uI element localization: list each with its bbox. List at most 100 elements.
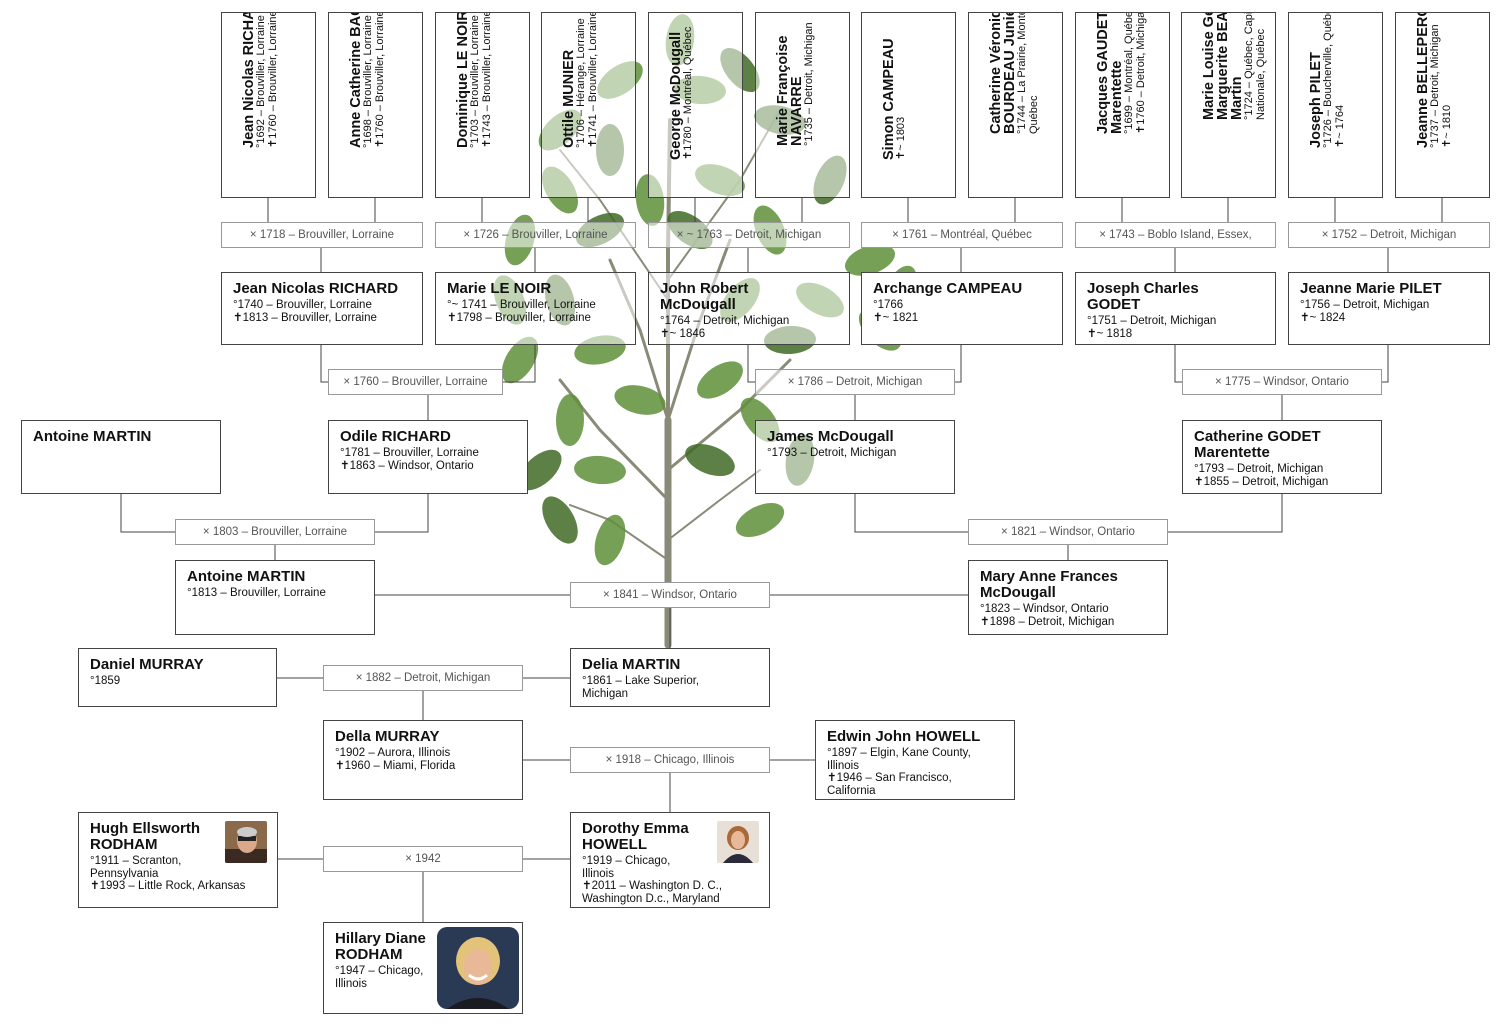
person-birth: °1740 – Brouviller, Lorraine bbox=[233, 299, 372, 311]
marriage-label: × 1841 – Windsor, Ontario bbox=[570, 582, 770, 608]
oak-leaf bbox=[501, 336, 539, 384]
person-name: Jean Nicolas RICHARD bbox=[241, 12, 257, 148]
person-birth: °1706 – Hérange, Lorraine bbox=[575, 18, 587, 148]
person-card-john-robert-mcdougall[interactable]: John Robert McDougall °1764 – Detroit, Mi… bbox=[648, 272, 850, 345]
person-death: ✝1741 – Brouviller, Lorraine bbox=[586, 12, 599, 148]
person-name: Hillary Diane RODHAM bbox=[335, 930, 426, 963]
portrait-photo-dorothy-howell bbox=[717, 821, 759, 863]
person-birth: °1737 – Detroit, Michigan bbox=[1429, 24, 1441, 148]
person-name: John Robert McDougall bbox=[660, 280, 749, 313]
person-death: ✝1960 – Miami, Florida bbox=[335, 759, 456, 772]
person-card-edwin-john-howell[interactable]: Edwin John HOWELL°1897 – Elgin, Kane Cou… bbox=[815, 720, 1015, 800]
person-name: Dorothy Emma HOWELL bbox=[582, 820, 689, 853]
person-birth: °1823 – Windsor, Ontario bbox=[980, 603, 1109, 615]
person-name: Dominique LE NOIR bbox=[455, 12, 471, 148]
person-death: ✝1813 – Brouviller, Lorraine bbox=[233, 311, 377, 324]
person-card-odile-richard[interactable]: Odile RICHARD°1781 – Brouviller, Lorrain… bbox=[328, 420, 528, 494]
oak-leaf bbox=[574, 455, 626, 485]
oak-leaf bbox=[555, 394, 585, 446]
person-birth: °1735 – Detroit, Michigan bbox=[803, 21, 815, 146]
person-birth: °1861 – Lake Superior, Michigan bbox=[582, 675, 700, 700]
person-birth: °1764 – Detroit, Michigan bbox=[660, 315, 790, 327]
person-death: ✝2011 – Washington D. C., Washington D.c… bbox=[582, 880, 723, 905]
marriage-label: × 1942 bbox=[323, 846, 523, 872]
person-card-antoine-martin-elder[interactable]: Antoine MARTIN bbox=[21, 420, 221, 494]
person-name: Archange CAMPEAU bbox=[873, 280, 1023, 297]
marriage-label: × 1821 – Windsor, Ontario bbox=[968, 519, 1168, 545]
portrait-photo-hillary-rodham bbox=[437, 927, 519, 1009]
person-death: ✝1993 – Little Rock, Arkansas bbox=[90, 880, 246, 892]
marriage-label: × 1882 – Detroit, Michigan bbox=[323, 665, 523, 691]
person-birth: °1756 – Detroit, Michigan bbox=[1300, 299, 1430, 311]
person-death: ✝1780 – Montréal, Québec bbox=[682, 26, 694, 160]
marriage-label: × 1803 – Brouviller, Lorraine bbox=[175, 519, 375, 545]
oak-leaf bbox=[594, 514, 626, 566]
person-card-joseph-pilet[interactable]: Joseph PILET°1726 – Boucherville, Québec… bbox=[1288, 12, 1383, 198]
person-birth: °1793 – Detroit, Michigan bbox=[1194, 463, 1324, 475]
person-card-james-mcdougall[interactable]: James McDougall°1793 – Detroit, Michigan bbox=[755, 420, 955, 494]
person-card-catherine-godet[interactable]: Catherine GODET Marentette °1793 – Detroi… bbox=[1182, 420, 1382, 494]
portrait-photo-hugh-rodham bbox=[225, 821, 267, 863]
person-birth: °1698 – Brouviller, Lorraine bbox=[362, 15, 374, 148]
person-birth: °1724 – Québec, Capitale-Nationale, Québ… bbox=[1243, 12, 1267, 120]
person-name: Daniel MURRAY bbox=[90, 656, 204, 673]
person-name: George McDougall bbox=[668, 31, 684, 160]
marriage-label: × 1752 – Detroit, Michigan bbox=[1288, 222, 1490, 248]
person-birth: °1947 – Chicago, Illinois bbox=[335, 965, 424, 990]
person-death: ✝~ 1821 bbox=[873, 311, 919, 324]
person-name: Ottile MUNIER bbox=[561, 49, 577, 148]
person-card-delia-martin[interactable]: Delia MARTIN°1861 – Lake Superior, Michi… bbox=[570, 648, 770, 707]
person-card-catherine-bourdeau[interactable]: Catherine Véronique BOURDEAU Junier°1744… bbox=[968, 12, 1063, 198]
oak-leaf bbox=[697, 361, 743, 399]
person-card-mary-anne-frances-mcdougall[interactable]: Mary Anne Frances McDougall °1823 – Winds… bbox=[968, 560, 1168, 635]
person-death: ✝1743 – Brouviller, Lorraine bbox=[480, 12, 493, 148]
person-name: Hugh Ellsworth RODHAM bbox=[90, 820, 200, 853]
person-card-jean-nicolas-richard-1692[interactable]: Jean Nicolas RICHARD°1692 – Brouviller, … bbox=[221, 12, 316, 198]
person-card-marie-louise-beaudry[interactable]: Marie Louise Geneviève Marguerite BEAUDR… bbox=[1181, 12, 1276, 198]
person-death: ✝1760 – Brouviller, Lorraine bbox=[266, 12, 279, 148]
person-card-anne-catherine-baccus[interactable]: Anne Catherine BACCUS°1698 – Brouviller,… bbox=[328, 12, 423, 198]
oak-leaf bbox=[614, 385, 666, 415]
person-birth: °~ 1741 – Brouviller, Lorraine bbox=[447, 299, 596, 311]
person-card-jacques-gaudet[interactable]: Jacques GAUDET Marentette°1699 – Montréa… bbox=[1075, 12, 1170, 198]
marriage-label: × 1775 – Windsor, Ontario bbox=[1182, 369, 1382, 395]
person-card-ottile-munier[interactable]: Ottile MUNIER°1706 – Hérange, Lorraine✝1… bbox=[541, 12, 636, 198]
person-card-antoine-martin[interactable]: Antoine MARTIN°1813 – Brouviller, Lorrai… bbox=[175, 560, 375, 635]
person-card-george-mcdougall[interactable]: George McDougall✝1780 – Montréal, Québec bbox=[648, 12, 743, 198]
oak-leaf bbox=[518, 449, 562, 491]
person-death: ✝1946 – San Francisco, California bbox=[827, 772, 952, 797]
person-name: Anne Catherine BACCUS bbox=[348, 12, 364, 148]
person-birth: °1751 – Detroit, Michigan bbox=[1087, 315, 1217, 327]
person-card-jeanne-marie-pilet[interactable]: Jeanne Marie PILET°1756 – Detroit, Michi… bbox=[1288, 272, 1490, 345]
person-card-jeanne-belleperche[interactable]: Jeanne BELLEPERCHE°1737 – Detroit, Michi… bbox=[1395, 12, 1490, 198]
person-card-della-murray[interactable]: Della MURRAY°1902 – Aurora, Illinois✝196… bbox=[323, 720, 523, 800]
person-death: ✝1855 – Detroit, Michigan bbox=[1194, 475, 1329, 488]
person-card-daniel-murray[interactable]: Daniel MURRAY°1859 bbox=[78, 648, 277, 707]
person-death: ✝~ 1810 bbox=[1440, 104, 1453, 148]
person-birth: °1699 – Montréal, Québec bbox=[1123, 12, 1135, 134]
person-card-jean-nicolas-richard-1740[interactable]: Jean Nicolas RICHARD°1740 – Brouviller, … bbox=[221, 272, 423, 345]
oak-leaf bbox=[735, 503, 785, 537]
person-name: Catherine GODET Marentette bbox=[1194, 428, 1321, 461]
person-death: ✝1863 – Windsor, Ontario bbox=[340, 459, 474, 472]
person-card-marie-francoise-navarre[interactable]: Marie Françoise NAVARRE°1735 – Detroit, … bbox=[755, 12, 850, 198]
person-name: Della MURRAY bbox=[335, 728, 440, 745]
person-name: Jeanne BELLEPERCHE bbox=[1415, 12, 1431, 148]
marriage-label: × 1918 – Chicago, Illinois bbox=[570, 747, 770, 773]
person-birth: °1919 – Chicago, Illinois bbox=[582, 855, 671, 880]
marriage-label: × 1786 – Detroit, Michigan bbox=[755, 369, 955, 395]
marriage-label: × ~ 1763 – Detroit, Michigan bbox=[648, 222, 850, 248]
marriage-label: × 1743 – Boblo Island, Essex, bbox=[1075, 222, 1276, 248]
person-death: ✝1760 – Brouviller, Lorraine bbox=[373, 12, 386, 148]
person-card-archange-campeau[interactable]: Archange CAMPEAU °1766✝~ 1821 bbox=[861, 272, 1063, 345]
person-death: ✝~ 1824 bbox=[1300, 311, 1346, 324]
person-card-joseph-charles-godet[interactable]: Joseph Charles GODET°1751 – Detroit, Mic… bbox=[1075, 272, 1276, 345]
person-birth: °1911 – Scranton, Pennsylvania bbox=[90, 855, 182, 880]
person-card-marie-le-noir[interactable]: Marie LE NOIR°~ 1741 – Brouviller, Lorra… bbox=[435, 272, 636, 345]
person-birth: °1703 – Brouviller, Lorraine bbox=[469, 15, 481, 148]
person-name: Mary Anne Frances McDougall bbox=[980, 568, 1118, 601]
person-death: ✝1798 – Brouviller, Lorraine bbox=[447, 311, 591, 324]
person-card-dominique-le-noir[interactable]: Dominique LE NOIR°1703 – Brouviller, Lor… bbox=[435, 12, 530, 198]
person-card-simon-campeau[interactable]: Simon CAMPEAU✝~ 1803 bbox=[861, 12, 956, 198]
person-birth: °1766 bbox=[873, 299, 904, 311]
